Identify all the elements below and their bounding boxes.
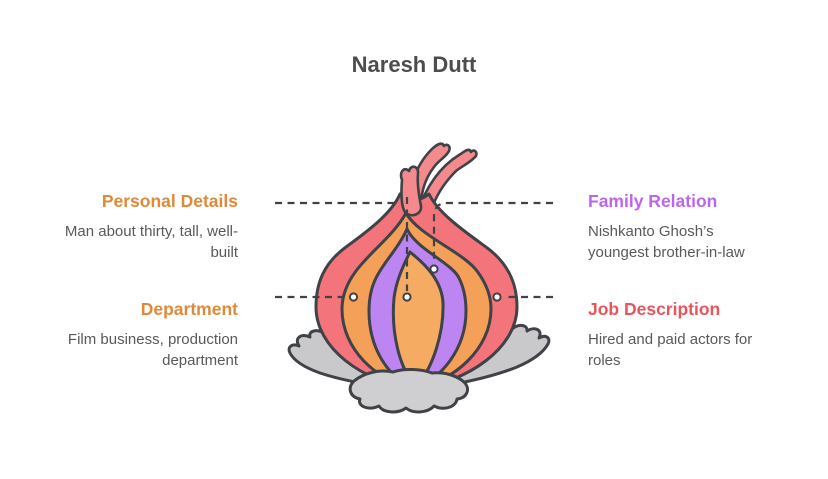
department-body: Film business, production department [67,331,238,369]
marker-family-relation [429,264,439,274]
onion-stem-stub [399,165,423,217]
marker-job-description [492,292,502,302]
family-relation-heading: Family Relation [588,191,718,211]
job-description-heading: Job Description [588,299,721,319]
section-job-description: Job Description Hired and paid actors fo… [588,299,763,371]
onion-stem-back [416,148,478,215]
job-description-body: Hired and paid actors for roles [588,331,753,369]
onion-root-base [348,368,469,414]
personal-details-body: Man about thirty, tall, well-built [64,223,238,261]
page-title: Naresh Dutt [351,52,477,77]
section-personal-details: Personal Details Man about thirty, tall,… [53,191,238,263]
connector-family-relation [432,201,553,262]
marker-department [348,292,359,302]
department-heading: Department [140,299,238,319]
personal-details-heading: Personal Details [101,191,238,211]
marker-center [402,292,412,302]
section-department: Department Film business, production dep… [53,299,238,371]
section-family-relation: Family Relation Nishkanto Ghosh’s younge… [588,191,763,263]
family-relation-body: Nishkanto Ghosh’s youngest brother-in-la… [588,223,745,261]
